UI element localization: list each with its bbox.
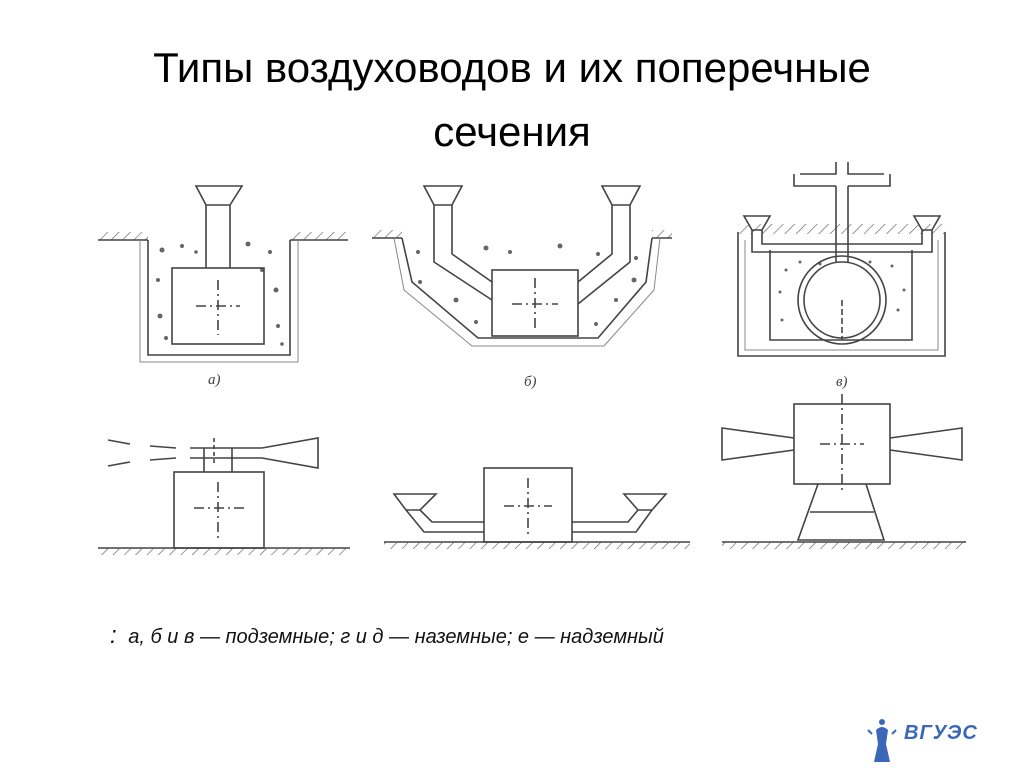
logo-text: ВГУЭС: [904, 722, 978, 744]
figure-g-ground-duct: [98, 437, 350, 555]
title-line-2: сечения: [433, 108, 591, 155]
figure-d-ground-duct: [384, 467, 690, 549]
figure-v-label: в): [836, 374, 848, 390]
caption-prefix: :: [110, 622, 117, 649]
logo-emblem-icon: [867, 719, 897, 762]
title-line-1: Типы воздуховодов и их поперечные: [153, 44, 871, 91]
figure-b-label: б): [524, 374, 537, 390]
figure-e-overground-duct: [721, 394, 966, 549]
figure-a-label: а): [208, 372, 221, 388]
figure-b-underground-duct: б): [372, 185, 672, 390]
figure-caption: : а, б и в — подземные; г и д — наземные…: [110, 622, 664, 650]
caption-text: а, б и в — подземные; г и д — наземные; …: [128, 626, 664, 648]
figure-a-underground-duct: а): [98, 185, 348, 388]
university-logo: [867, 719, 897, 762]
figure-v-underground-duct: в): [737, 162, 946, 390]
slide-title: Типы воздуховодов и их поперечные сечени…: [0, 36, 1024, 164]
